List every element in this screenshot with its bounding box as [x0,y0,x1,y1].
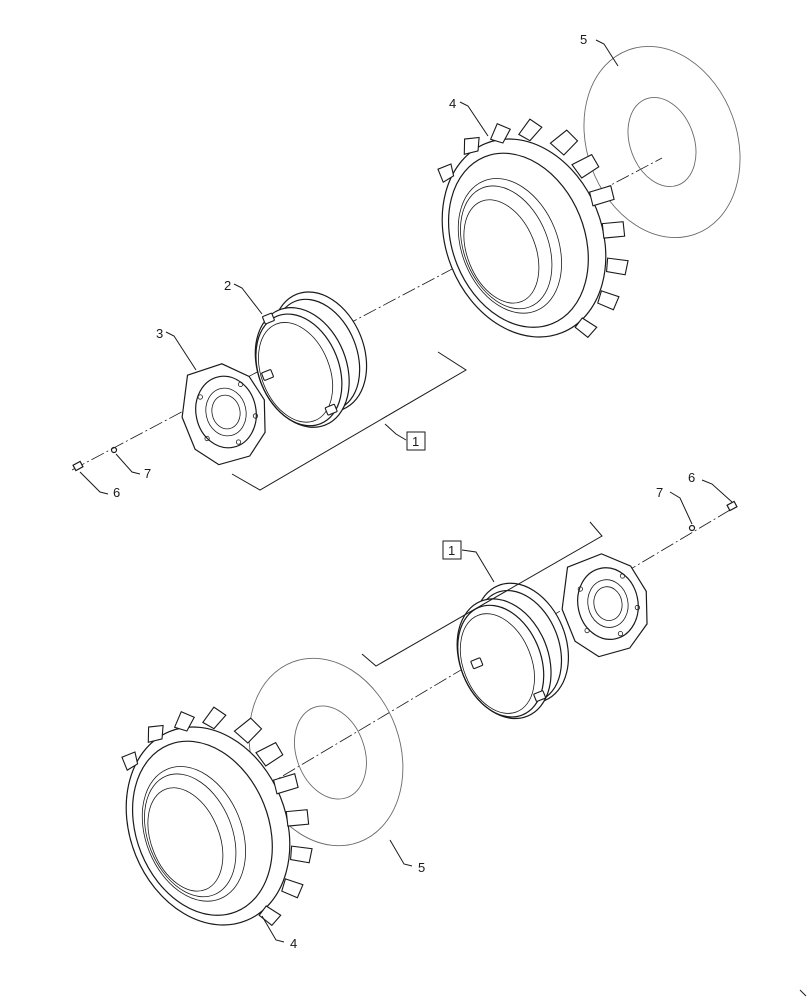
lower-callout-7: 7 [656,485,663,500]
upper-wheel-assembly: 5 4 2 3 1 7 6 [71,32,741,500]
upper-callout-2: 2 [224,278,231,293]
lower-callout-4: 4 [290,936,297,951]
lower-callout-6: 6 [688,470,695,485]
lower-leader-6 [701,479,733,503]
upper-rim [254,291,368,428]
lower-rim [456,582,570,720]
lower-assembly-bracket [361,521,603,667]
lower-tire [121,706,313,927]
lower-center-axis [211,509,731,819]
lower-leader-5 [389,839,413,867]
upper-callout-1-box [406,431,426,451]
upper-tire [437,118,629,339]
upper-leader-7 [115,453,141,475]
lower-center-disc [561,553,648,658]
upper-callout-5: 5 [580,32,587,47]
lower-callout-1-box [442,540,462,560]
lower-bolt [726,500,738,512]
upper-leader-5 [595,39,619,67]
lower-wheel-assembly: 1 7 6 5 4 [121,470,738,951]
upper-callout-3: 3 [156,326,163,341]
lower-leader-4 [261,915,285,943]
upper-callout-1: 1 [412,434,419,449]
lower-leader-7 [669,491,693,525]
lower-callout-1: 1 [448,543,455,558]
upper-washer [110,446,118,454]
upper-assembly-bracket [231,351,467,491]
upper-center-disc [181,363,266,466]
upper-callout-6: 6 [113,485,120,500]
upper-leader-1 [384,423,407,441]
upper-leader-2 [233,283,263,315]
lower-leader-1 [461,549,495,583]
upper-leader-6 [79,471,109,495]
upper-bolt [72,460,84,472]
upper-callout-7: 7 [144,466,151,481]
upper-leader-3 [165,331,197,371]
lower-washer [688,524,696,532]
lower-callout-5: 5 [418,860,425,875]
upper-callout-4: 4 [449,96,456,111]
corner-mark [799,989,807,997]
upper-leader-4 [459,101,489,137]
